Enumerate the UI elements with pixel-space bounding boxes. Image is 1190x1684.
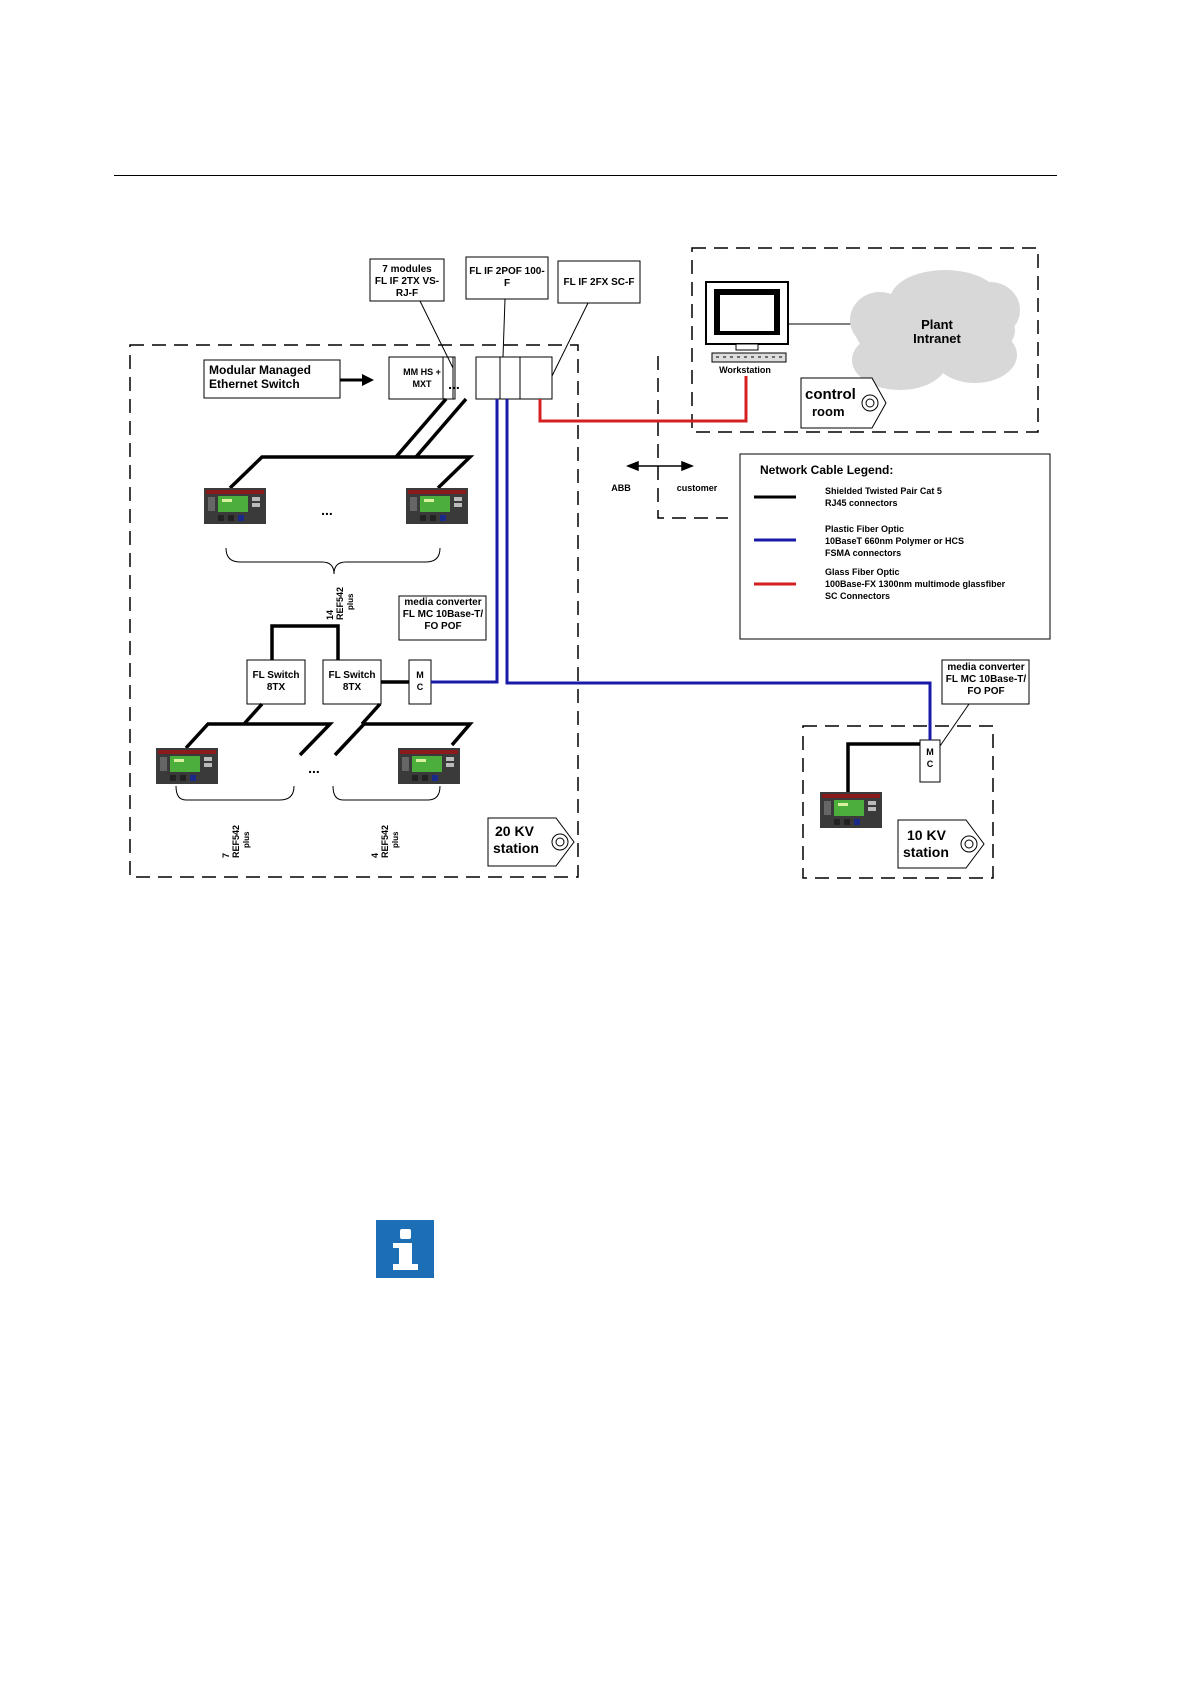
control-room-label-1: control — [805, 386, 856, 403]
fl-switch-2 — [322, 659, 382, 705]
group-brace-14 — [225, 547, 441, 575]
pof-label-1: FL IF 2POF 100- — [469, 266, 544, 277]
legend-glass-1: Glass Fiber Optic — [825, 567, 900, 577]
legend-stp-1: Shielded Twisted Pair Cat 5 — [825, 486, 942, 496]
info-icon — [376, 1220, 434, 1278]
station-10-label-1: 10 KV — [907, 827, 947, 843]
station-10kv-boundary — [802, 725, 994, 879]
station-20kv-boundary — [129, 344, 579, 878]
ref-group-4-count: 4 — [370, 853, 380, 858]
managed-switch-label-2: Ethernet Switch — [209, 377, 300, 391]
ref-group-14-model: REF542 — [335, 587, 345, 620]
ref-group-4-plus: plus — [391, 831, 400, 848]
sc-label: FL IF 2FX SC-F — [564, 277, 635, 288]
tag-icon — [487, 377, 985, 869]
abb-customer-boundary — [657, 356, 728, 519]
control-room-label-2: room — [812, 404, 845, 419]
relay-device-icon — [398, 748, 460, 784]
control-room-boundary — [691, 247, 1039, 433]
group-brace-7 — [175, 785, 295, 801]
abb-label: ABB — [611, 483, 631, 493]
ref-group-14-count: 14 — [325, 610, 335, 620]
mc-1-label-1: M — [416, 670, 424, 680]
sc-label-box — [557, 260, 641, 304]
legend-glass-3: SC Connectors — [825, 591, 890, 601]
pof-label-box — [465, 256, 549, 300]
monitor-icon — [705, 281, 789, 363]
ellipsis-group-14: ... — [321, 502, 333, 518]
legend-pof-2: 10BaseT 660nm Polymer or HCS — [825, 536, 964, 546]
cloud-icon — [850, 270, 1020, 390]
modules-label-2: FL IF 2TX VS- — [375, 276, 439, 287]
stp-cables — [184, 397, 920, 792]
group-brace-4 — [332, 785, 441, 801]
ref-group-7-model: REF542 — [231, 825, 241, 858]
ref-group-7-plus: plus — [242, 831, 251, 848]
relay-device-icon — [156, 748, 218, 784]
ref-group-4-model: REF542 — [380, 825, 390, 858]
switch-modules — [475, 356, 553, 400]
managed-switch-label-1: Modular Managed — [209, 363, 311, 377]
header-rule — [114, 175, 1057, 176]
fl-switch-2-label-1: FL Switch — [328, 670, 375, 681]
legend-title: Network Cable Legend: — [760, 463, 893, 477]
workstation-label: Workstation — [719, 365, 771, 375]
media-converter-label-1: media converter — [404, 597, 481, 608]
ref-group-14-plus: plus — [346, 593, 355, 610]
pof-cables — [431, 399, 932, 740]
mc-2-label-1: M — [926, 747, 934, 757]
mc-2-label-2: C — [927, 759, 934, 769]
ref-group-7-count: 7 — [221, 853, 231, 858]
fl-switch-1-label-1: FL Switch — [252, 670, 299, 681]
station-20-label-1: 20 KV — [495, 823, 535, 839]
mc-1-label-2: C — [417, 682, 424, 692]
media-converter-label-2: FL MC 10Base-T/ — [403, 609, 484, 620]
plant-intranet-label-2: Intranet — [913, 331, 961, 346]
mmhs-label-2: MXT — [413, 379, 433, 389]
media-converter-label-box-2 — [941, 659, 1030, 705]
legend-box — [739, 453, 1051, 640]
modules-label-box — [369, 258, 445, 302]
pof-label-2: F — [504, 278, 510, 289]
legend-stp-2: RJ45 connectors — [825, 498, 898, 508]
plant-intranet-label-1: Plant — [921, 317, 953, 332]
media-converter-2-label-1: media converter — [947, 662, 1024, 673]
legend-pof-3: FSMA connectors — [825, 548, 901, 558]
media-converter-label-3: FO POF — [424, 621, 461, 632]
customer-label: customer — [677, 483, 718, 493]
fl-switch-1-label-2: 8TX — [267, 682, 286, 693]
media-converter-2-label-2: FL MC 10Base-T/ — [946, 674, 1027, 685]
ellipsis-group-7: ... — [308, 760, 320, 776]
station-10-label-2: station — [903, 844, 949, 860]
abb-customer-arrow — [625, 460, 695, 472]
relay-device-icon — [820, 792, 882, 828]
fl-switch-2-label-2: 8TX — [343, 682, 362, 693]
fl-switch-1 — [246, 659, 306, 705]
media-converter-label-box — [398, 595, 487, 641]
ellipsis-switch: ... — [448, 376, 460, 392]
glass-cable — [538, 376, 748, 423]
legend-pof-1: Plastic Fiber Optic — [825, 524, 904, 534]
mmhs-label-1: MM HS + — [403, 367, 441, 377]
relay-device-icon — [406, 488, 468, 524]
media-converter-2-label-3: FO POF — [967, 686, 1004, 697]
station-20-label-2: station — [493, 840, 539, 856]
modules-label-3: RJ-F — [396, 288, 418, 299]
relay-device-icon — [204, 488, 266, 524]
legend-glass-2: 100Base-FX 1300nm multimode glassfiber — [825, 579, 1006, 589]
modules-label-1: 7 modules — [382, 264, 432, 275]
